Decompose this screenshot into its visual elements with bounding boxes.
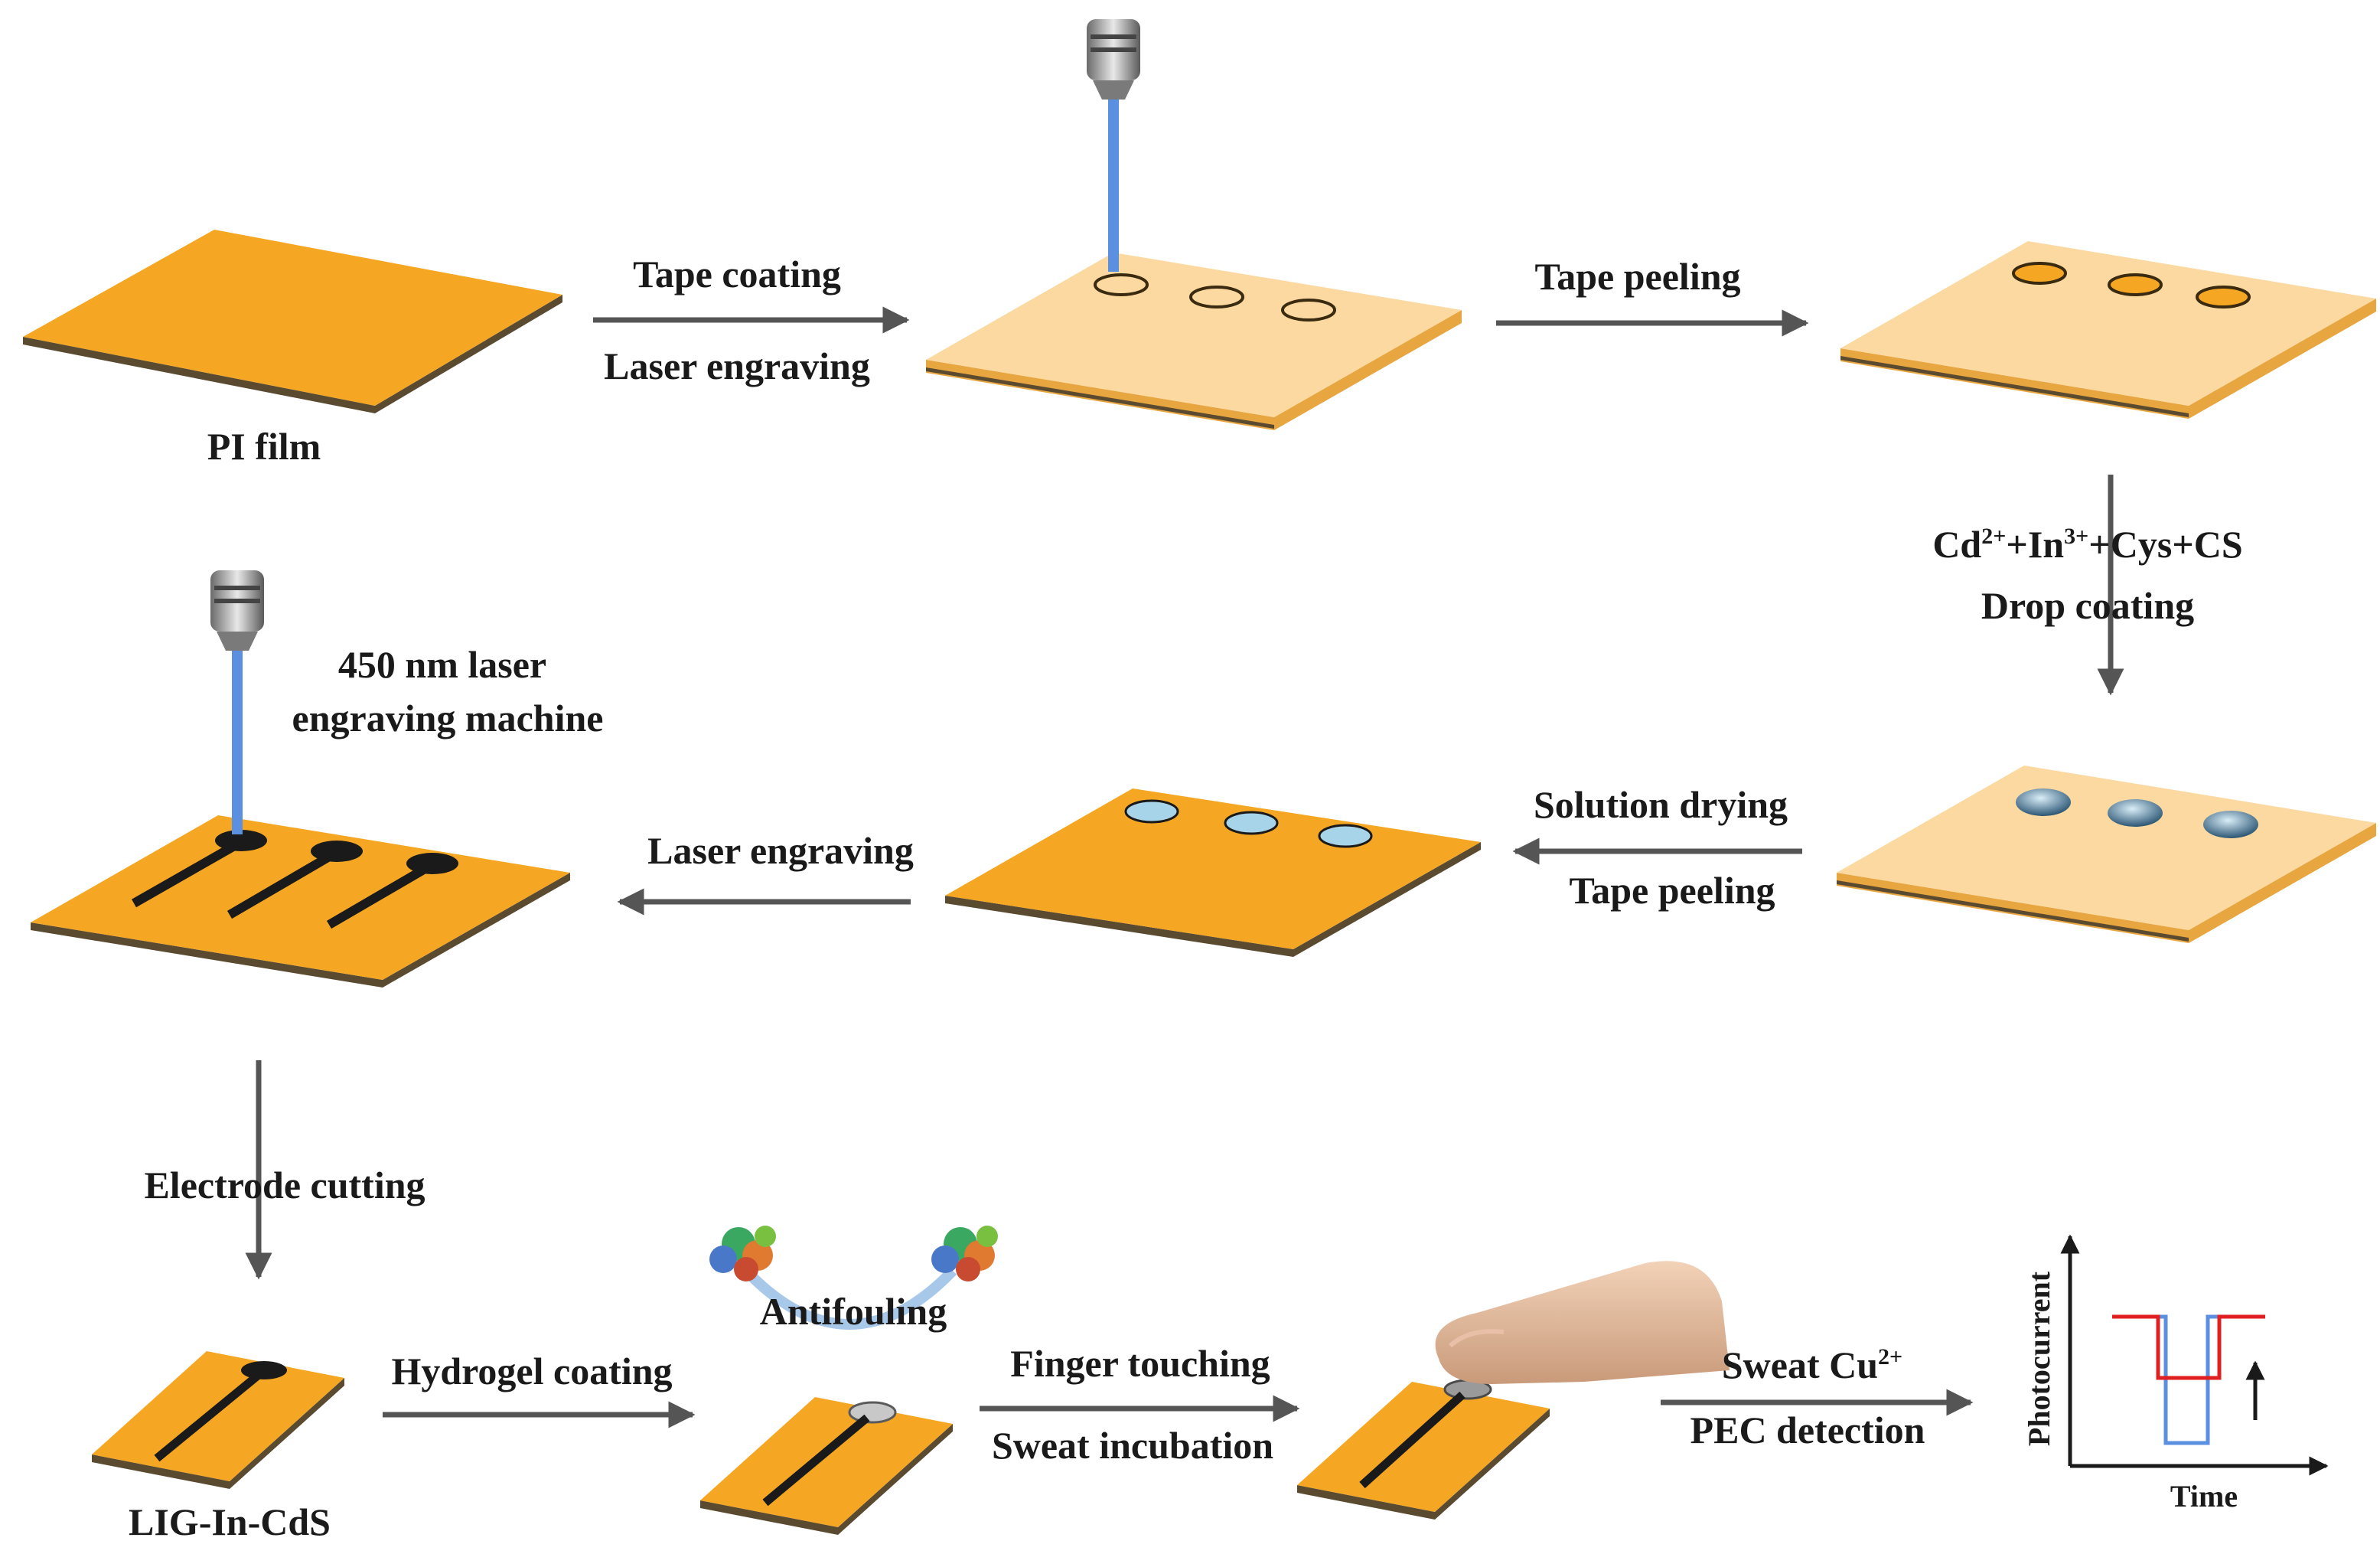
x-axis-label: Time bbox=[2170, 1479, 2238, 1513]
laser-engraving-label-2: Laser engraving bbox=[647, 829, 914, 872]
dried-film-sheet bbox=[945, 788, 1481, 957]
hydrogel-electrode-strip bbox=[700, 1397, 953, 1535]
tape-coating-label: Tape coating bbox=[633, 253, 841, 295]
photocurrent-plot: Photocurrent Time bbox=[2022, 1234, 2329, 1513]
tape-peeling-label-1: Tape peeling bbox=[1534, 255, 1740, 298]
laser-head-icon-2 bbox=[210, 570, 264, 834]
tape-peeling-label-2: Tape peeling bbox=[1569, 869, 1775, 912]
solution-drying-label: Solution drying bbox=[1534, 783, 1788, 826]
finger-icon bbox=[1435, 1261, 1730, 1384]
laser-engraving-label-1: Laser engraving bbox=[604, 344, 870, 387]
y-axis-label: Photocurrent bbox=[2022, 1271, 2056, 1446]
electrode-cutting-label: Electrode cutting bbox=[144, 1164, 425, 1206]
sweat-incubation-label: Sweat incubation bbox=[992, 1424, 1273, 1467]
precursor-label: Cd2++In3++Cys+CS bbox=[1932, 523, 2242, 566]
laser-machine-label-2: engraving machine bbox=[292, 697, 604, 739]
laser-head-icon bbox=[1087, 19, 1140, 272]
sweat-cu-label: Sweat Cu2+ bbox=[1722, 1343, 1902, 1386]
drop-coating-label: Drop coating bbox=[1981, 584, 2194, 627]
antifouling-arc bbox=[742, 1267, 957, 1330]
pec-detection-label: PEC detection bbox=[1690, 1409, 1925, 1451]
protein-icon-right bbox=[931, 1226, 998, 1281]
hydrogel-coating-label: Hydrogel coating bbox=[391, 1350, 672, 1392]
lig-electrode-strip bbox=[92, 1351, 344, 1489]
protein-icon-left bbox=[709, 1226, 776, 1281]
finger-touching-label: Finger touching bbox=[1010, 1342, 1270, 1385]
red-response-curve bbox=[2112, 1314, 2265, 1380]
pi-film-label: PI film bbox=[207, 425, 321, 468]
lig-in-cds-label: LIG-In-CdS bbox=[129, 1500, 331, 1543]
peeled-film-sheet bbox=[1840, 241, 2376, 419]
pi-film-sheet bbox=[23, 230, 562, 413]
taped-film-sheet bbox=[926, 253, 1462, 430]
engraved-electrode-sheet bbox=[31, 815, 570, 988]
antifouling-label: Antifouling bbox=[760, 1290, 947, 1333]
laser-machine-label-1: 450 nm laser bbox=[338, 643, 546, 686]
droplet-film-sheet bbox=[1837, 766, 2376, 943]
finger-electrode-strip bbox=[1297, 1379, 1550, 1520]
